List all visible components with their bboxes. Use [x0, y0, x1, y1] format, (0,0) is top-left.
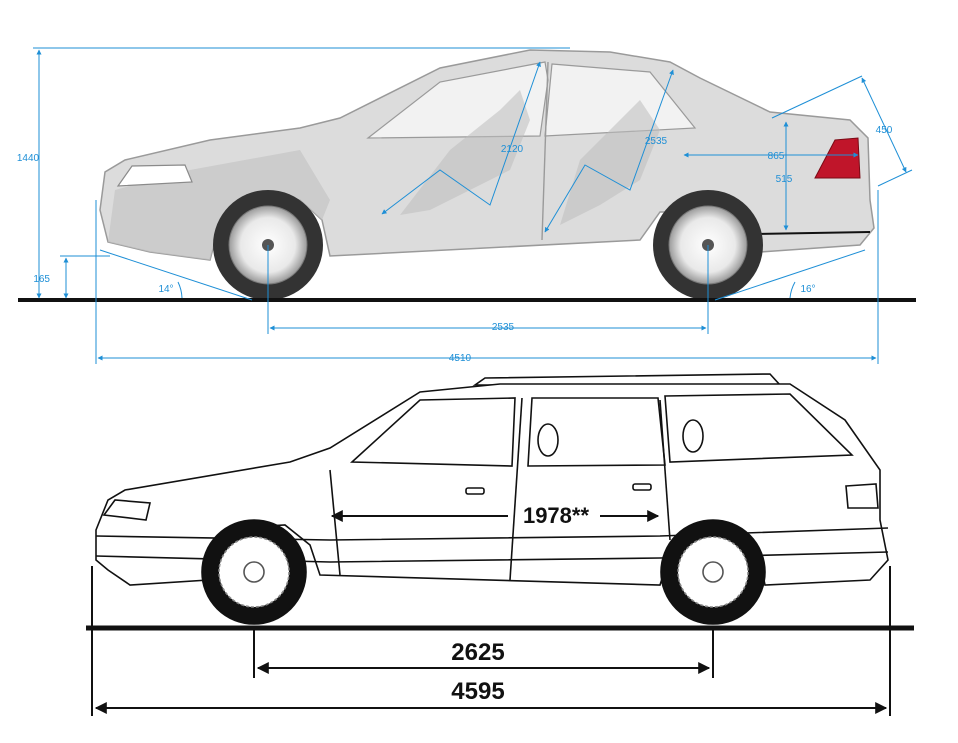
- wagon-dimensions: [91, 510, 891, 716]
- sedan-dimensions: [33, 47, 913, 364]
- wagon-tail-light: [845, 483, 879, 509]
- sedan-rear-legroom-label: 2535: [645, 136, 668, 147]
- sedan-trunk-length-label: 865: [768, 151, 785, 162]
- wagon-rear-wheel: [660, 519, 766, 625]
- sedan-height-label: 1440: [17, 153, 40, 164]
- sedan-wheelbase-label: 2535: [492, 322, 515, 333]
- wagon-headlight: [102, 499, 151, 521]
- wagon-cargo-length-label: 1978**: [523, 503, 590, 528]
- sedan-headlight: [116, 164, 193, 187]
- wagon-length-label: 4595: [451, 678, 504, 705]
- sedan-departure-angle-label: 16°: [800, 284, 815, 295]
- wagon-rear-window: [664, 393, 854, 463]
- sedan-front-legroom-label: 2120: [501, 144, 524, 155]
- wagon-side-view: [95, 373, 889, 625]
- sedan-trunk-height-label: 515: [776, 174, 793, 185]
- wagon-front-wheel: [201, 519, 307, 625]
- sedan-ground-clearance-label: 165: [33, 274, 50, 285]
- sedan-trunk-opening-label: 450: [876, 125, 893, 136]
- sedan-length-label: 4510: [449, 353, 472, 364]
- wagon-dimension-labels: 1978** 2625 4595: [451, 503, 589, 705]
- wagon-windshield: [349, 397, 516, 467]
- wagon-wheelbase-label: 2625: [451, 639, 504, 666]
- sedan-dimension-labels: 1440 165 14° 16° 2535 4510 2120 2535 865…: [17, 125, 893, 364]
- sedan-approach-angle-label: 14°: [158, 284, 173, 295]
